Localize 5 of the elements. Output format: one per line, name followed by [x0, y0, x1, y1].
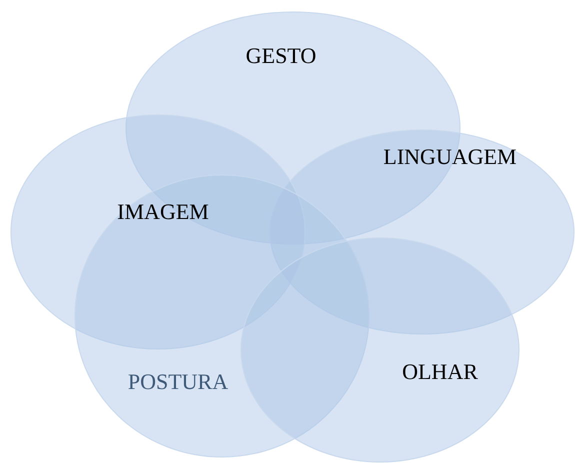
- ellipse-label: LINGUAGEM: [383, 144, 517, 170]
- ellipse-label: OLHAR: [402, 359, 478, 385]
- ellipse-label: IMAGEM: [117, 199, 209, 225]
- ellipse-label: POSTURA: [128, 369, 228, 395]
- ellipse-label: GESTO: [246, 43, 316, 69]
